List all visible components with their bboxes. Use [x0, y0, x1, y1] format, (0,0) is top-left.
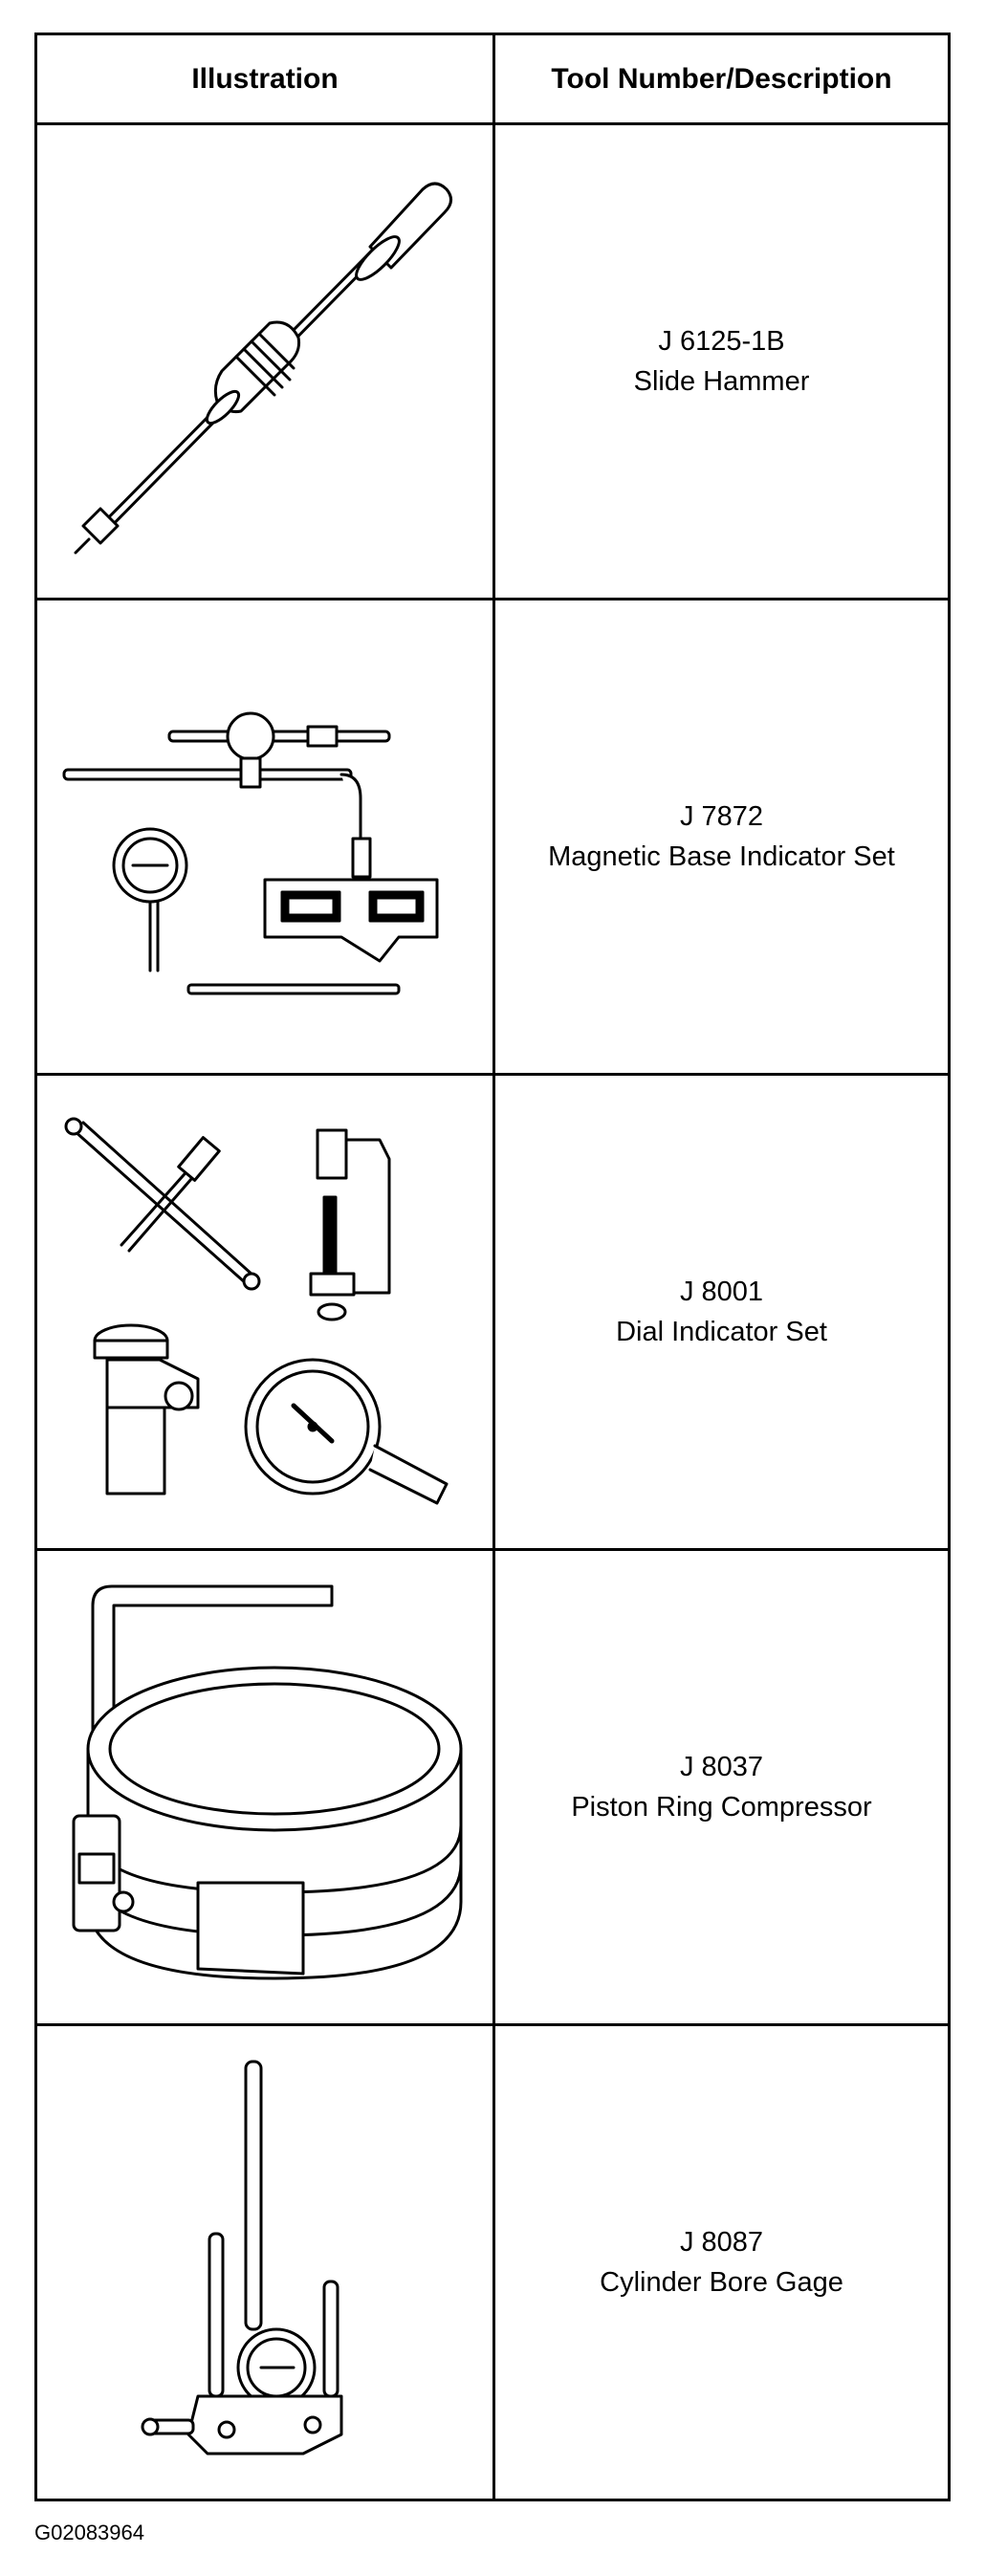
table-row: J 8087 Cylinder Bore Gage	[37, 2026, 948, 2499]
tool-description: Piston Ring Compressor	[571, 1792, 872, 1823]
tool-number: J 8087	[679, 2227, 764, 2258]
piston-ring-compressor-icon	[72, 1584, 463, 1980]
description-cell: J 8087 Cylinder Bore Gage	[495, 2026, 948, 2499]
dial-indicator-set-icon	[64, 1117, 449, 1505]
tool-description: Dial Indicator Set	[616, 1317, 827, 1347]
description-cell: J 8001 Dial Indicator Set	[495, 1076, 948, 1548]
illustration-cell	[37, 125, 492, 598]
tool-number: J 7872	[679, 801, 764, 832]
tool-number: J 8037	[679, 1752, 764, 1782]
tool-table: Illustration Tool Number/Description	[34, 33, 951, 2501]
cylinder-bore-gage-icon	[141, 2060, 343, 2456]
slide-hammer-icon	[74, 182, 452, 555]
table-header-row: Illustration Tool Number/Description	[37, 35, 948, 125]
tool-number: J 8001	[679, 1277, 764, 1307]
description-cell: J 8037 Piston Ring Compressor	[495, 1551, 948, 2023]
header-tool-description: Tool Number/Description	[551, 62, 892, 95]
illustration-cell	[37, 1076, 492, 1548]
illustration-cell	[37, 600, 492, 1073]
tool-description: Magnetic Base Indicator Set	[548, 841, 895, 872]
tool-number: J 6125-1B	[658, 326, 785, 357]
tool-description: Slide Hammer	[633, 366, 810, 397]
magnetic-base-indicator-icon	[62, 711, 439, 995]
table-row: J 8001 Dial Indicator Set	[37, 1076, 948, 1551]
figure-id: G02083964	[34, 2521, 144, 2544]
column-divider	[492, 35, 495, 2499]
illustration-cell	[37, 1551, 492, 2023]
tool-description: Cylinder Bore Gage	[600, 2267, 843, 2298]
description-cell: J 7872 Magnetic Base Indicator Set	[495, 600, 948, 1073]
table-row: J 7872 Magnetic Base Indicator Set	[37, 600, 948, 1076]
table-row: J 6125-1B Slide Hammer	[37, 125, 948, 600]
description-cell: J 6125-1B Slide Hammer	[495, 125, 948, 598]
table-row: J 8037 Piston Ring Compressor	[37, 1551, 948, 2026]
illustration-cell	[37, 2026, 492, 2499]
header-illustration: Illustration	[191, 62, 339, 95]
